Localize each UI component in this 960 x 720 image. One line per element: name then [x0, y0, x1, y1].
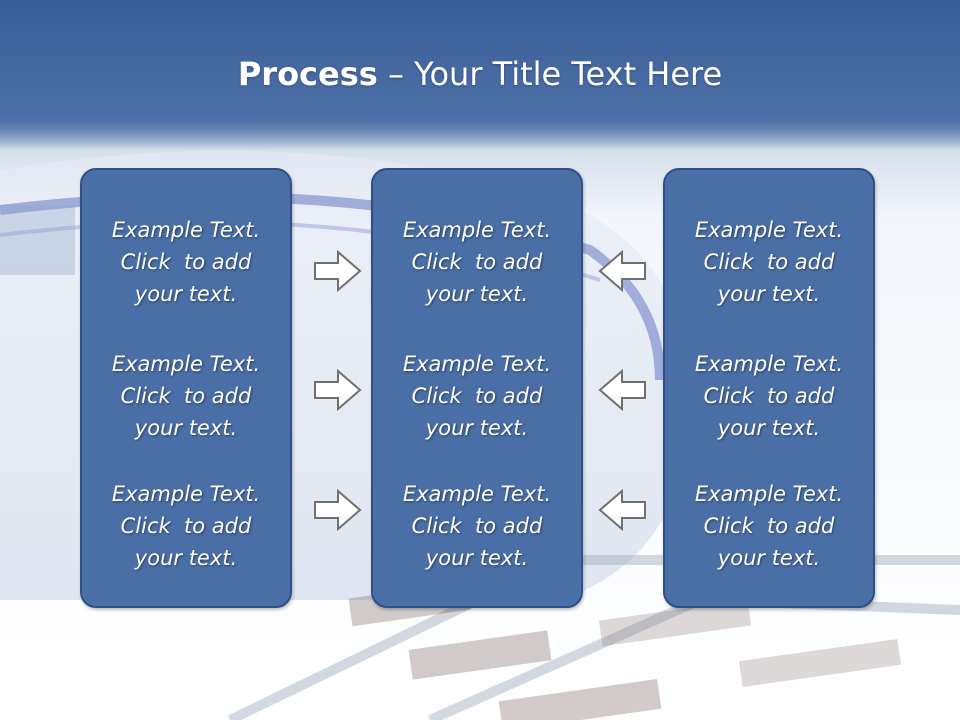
placeholder-line: Click to add	[411, 514, 543, 538]
placeholder-line: Click to add	[703, 514, 835, 538]
placeholder-line: your text.	[134, 282, 238, 306]
placeholder-line: your text.	[717, 282, 821, 306]
slide-title[interactable]: Process – Your Title Text Here	[0, 52, 960, 96]
text-placeholder[interactable]: Example Text. Click to add your text.	[82, 348, 290, 444]
placeholder-line: Example Text.	[694, 482, 844, 506]
right-arrow-icon[interactable]	[313, 250, 363, 292]
left-arrow-icon[interactable]	[597, 250, 647, 292]
placeholder-line: your text.	[134, 416, 238, 440]
text-placeholder[interactable]: Example Text. Click to add your text.	[82, 214, 290, 310]
placeholder-line: Click to add	[120, 384, 252, 408]
placeholder-line: your text.	[717, 546, 821, 570]
text-placeholder[interactable]: Example Text. Click to add your text.	[665, 478, 873, 574]
text-placeholder[interactable]: Example Text. Click to add your text.	[373, 214, 581, 310]
placeholder-line: Click to add	[411, 250, 543, 274]
placeholder-line: Click to add	[120, 514, 252, 538]
process-box-right[interactable]: Example Text. Click to add your text. Ex…	[663, 168, 875, 608]
header-band	[0, 0, 960, 150]
text-placeholder[interactable]: Example Text. Click to add your text.	[82, 478, 290, 574]
placeholder-line: your text.	[425, 416, 529, 440]
placeholder-line: Example Text.	[111, 482, 261, 506]
process-box-left[interactable]: Example Text. Click to add your text. Ex…	[80, 168, 292, 608]
right-arrow-icon[interactable]	[313, 369, 363, 411]
right-arrow-icon[interactable]	[313, 489, 363, 531]
left-arrow-icon[interactable]	[597, 489, 647, 531]
title-bold-text: Process	[237, 55, 378, 93]
placeholder-line: Click to add	[411, 384, 543, 408]
placeholder-line: your text.	[134, 546, 238, 570]
placeholder-line: Example Text.	[694, 352, 844, 376]
placeholder-line: your text.	[425, 546, 529, 570]
left-arrow-icon[interactable]	[597, 369, 647, 411]
text-placeholder[interactable]: Example Text. Click to add your text.	[665, 214, 873, 310]
placeholder-line: Example Text.	[694, 218, 844, 242]
placeholder-line: Click to add	[703, 250, 835, 274]
placeholder-line: your text.	[717, 416, 821, 440]
text-placeholder[interactable]: Example Text. Click to add your text.	[373, 478, 581, 574]
placeholder-line: Example Text.	[402, 352, 552, 376]
placeholder-line: Example Text.	[111, 218, 261, 242]
placeholder-line: Example Text.	[402, 218, 552, 242]
placeholder-line: Click to add	[703, 384, 835, 408]
placeholder-line: Example Text.	[111, 352, 261, 376]
placeholder-line: Example Text.	[402, 482, 552, 506]
text-placeholder[interactable]: Example Text. Click to add your text.	[373, 348, 581, 444]
placeholder-line: your text.	[425, 282, 529, 306]
process-box-center[interactable]: Example Text. Click to add your text. Ex…	[371, 168, 583, 608]
text-placeholder[interactable]: Example Text. Click to add your text.	[665, 348, 873, 444]
title-rest-text: – Your Title Text Here	[377, 55, 723, 93]
placeholder-line: Click to add	[120, 250, 252, 274]
